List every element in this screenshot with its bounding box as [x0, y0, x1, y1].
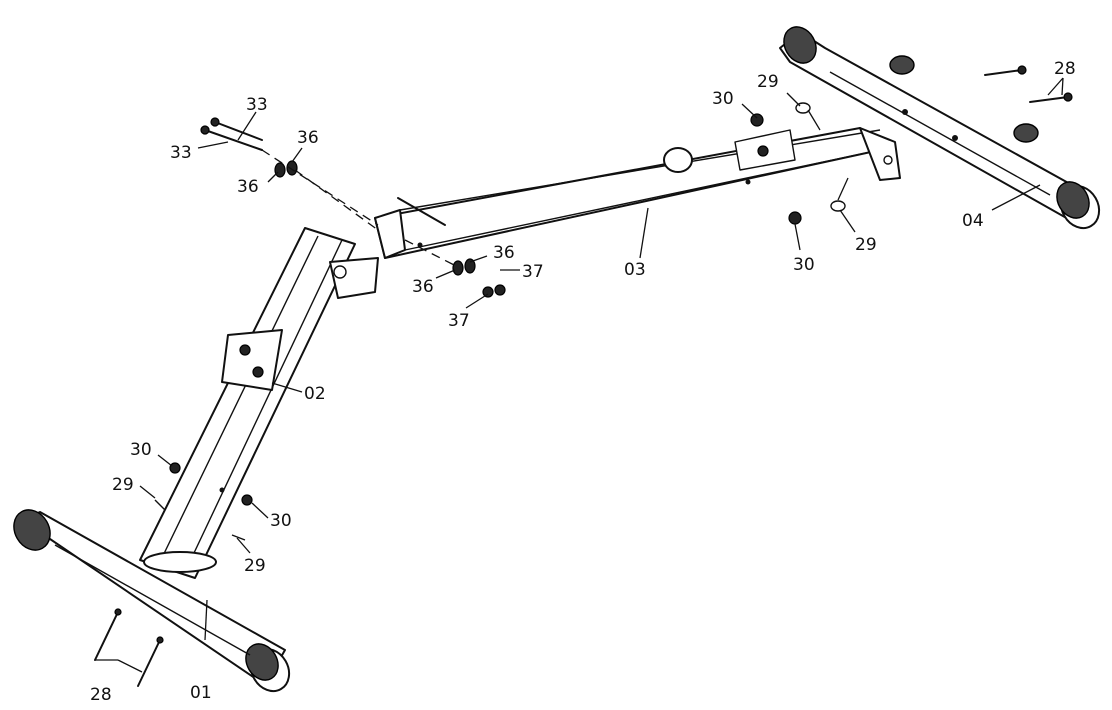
label-28-top-right: 28 [1054, 59, 1076, 79]
upright-tube-02 [139, 227, 379, 579]
label-30-upright-right: 30 [270, 511, 292, 531]
label-28-bottom-left: 28 [90, 685, 112, 705]
label-29-top: 29 [757, 72, 779, 92]
label-36-lower-left: 36 [412, 277, 434, 297]
label-part-01: 01 [190, 683, 212, 703]
label-29-under-frame: 29 [855, 235, 877, 255]
label-29-upright-left: 29 [112, 475, 134, 495]
rear-stabilizer-04 [779, 26, 1101, 230]
label-30-upright-left: 30 [130, 440, 152, 460]
label-part-02: 02 [304, 384, 326, 404]
label-30-top: 30 [712, 89, 734, 109]
front-stabilizer-01 [13, 509, 291, 693]
label-30-under-frame: 30 [793, 255, 815, 275]
label-36-upper-right: 36 [297, 128, 319, 148]
label-33-top: 33 [246, 95, 268, 115]
label-36-lower-right: 36 [493, 243, 515, 263]
label-37-right: 37 [522, 262, 544, 282]
main-frame-03 [374, 127, 901, 259]
label-33-left: 33 [170, 143, 192, 163]
label-part-03: 03 [624, 260, 646, 280]
fasteners [94, 65, 1073, 687]
part-labels: 01 02 03 04 28 28 29 29 29 29 30 30 30 3… [90, 59, 1076, 705]
leader-lines [95, 77, 1064, 673]
label-37-lower: 37 [448, 311, 470, 331]
label-part-04: 04 [962, 211, 984, 231]
label-36-upper-left: 36 [237, 177, 259, 197]
label-29-upright-right: 29 [244, 556, 266, 576]
